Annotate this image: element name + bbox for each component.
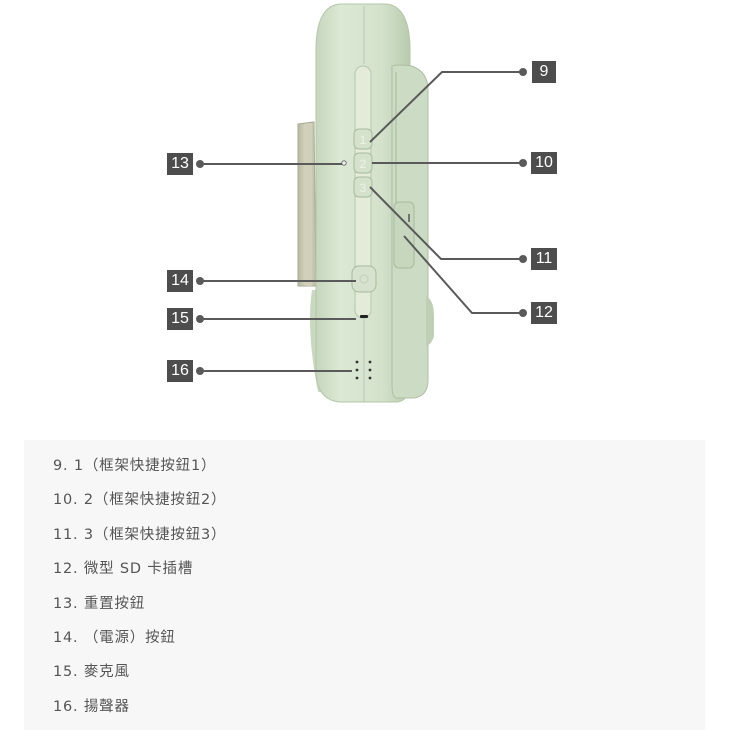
legend-item-12: 12. 微型 SD 卡插槽 bbox=[53, 561, 194, 578]
svg-text:1: 1 bbox=[360, 133, 367, 147]
reset-hole[interactable] bbox=[341, 160, 347, 166]
camera-side-illustration: 1 2 3 bbox=[196, 3, 527, 403]
legend-item-13: 13. 重置按鈕 bbox=[53, 595, 146, 612]
leader-lines-left bbox=[200, 163, 356, 372]
callout-10: 10 bbox=[531, 152, 557, 174]
legend-item-9: 9. 1（框架快捷按鈕1） bbox=[53, 458, 217, 474]
frame-shortcut-button-3[interactable]: 3 bbox=[353, 176, 373, 198]
frame-shortcut-button-2[interactable]: 2 bbox=[353, 152, 373, 174]
legend-item-14: 14. （電源）按鈕 bbox=[53, 629, 176, 646]
leader-dots-right bbox=[519, 68, 527, 317]
frame-shortcut-button-1[interactable]: 1 bbox=[353, 128, 373, 150]
svg-text:2: 2 bbox=[360, 157, 367, 171]
legend-item-10: 10. 2（框架快捷按鈕2） bbox=[53, 492, 227, 509]
speaker-grille bbox=[355, 360, 372, 380]
callout-9: 9 bbox=[532, 61, 556, 83]
power-button[interactable] bbox=[351, 265, 377, 293]
legend-item-11: 11. 3（框架快捷按鈕3） bbox=[53, 526, 227, 543]
lens-ring bbox=[297, 121, 317, 287]
callout-11: 11 bbox=[531, 248, 557, 270]
legend-panel: 9. 1（框架快捷按鈕1） 10. 2（框架快捷按鈕2） 11. 3（框架快捷按… bbox=[24, 440, 705, 730]
legend-item-15: 15. 麥克風 bbox=[53, 664, 130, 681]
callout-13: 13 bbox=[167, 153, 193, 175]
callout-16: 16 bbox=[167, 360, 193, 382]
callout-12: 12 bbox=[531, 302, 557, 324]
leader-lines-right bbox=[369, 71, 523, 314]
side-panel bbox=[391, 64, 434, 399]
legend-item-16: 16. 揚聲器 bbox=[53, 698, 130, 715]
svg-text:3: 3 bbox=[360, 181, 367, 195]
legend-list: 9. 1（框架快捷按鈕1） 10. 2（框架快捷按鈕2） 11. 3（框架快捷按… bbox=[24, 440, 705, 729]
callout-15: 15 bbox=[167, 308, 193, 330]
leader-dots-left bbox=[196, 160, 204, 375]
device-diagram: 1 2 3 bbox=[167, 3, 557, 403]
microphone-slot bbox=[360, 315, 368, 318]
callout-14: 14 bbox=[167, 270, 193, 292]
